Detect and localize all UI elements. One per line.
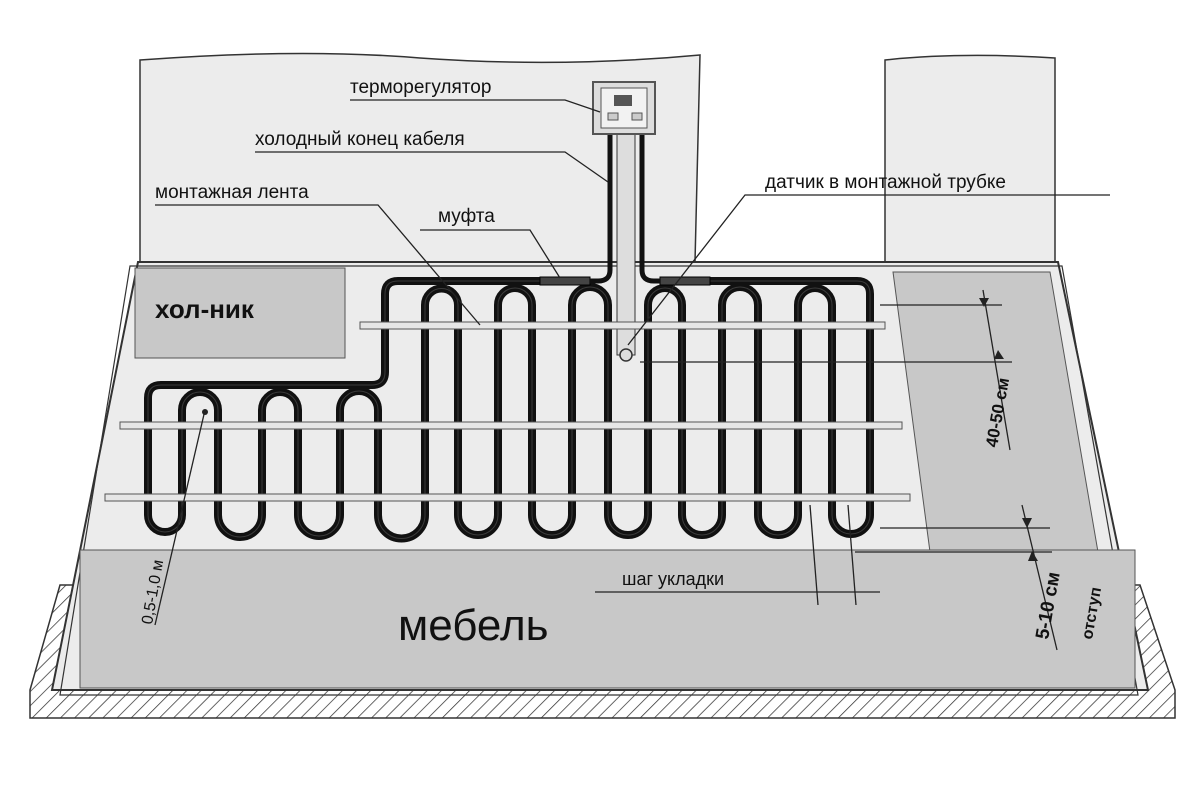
back-wall-right — [884, 54, 1056, 263]
cold-end-left — [590, 130, 613, 284]
leader-lines — [155, 99, 1110, 346]
thermostat-icon — [592, 81, 656, 135]
label-thermostat: терморегулятор — [350, 77, 491, 98]
mounting-tapes — [104, 321, 911, 502]
furniture-zone — [79, 549, 1136, 689]
coupling-left — [539, 276, 591, 286]
label-sensor: датчик в монтажной трубке — [765, 172, 1006, 193]
arrow-down — [979, 298, 989, 307]
heating-cable-highlight — [147, 280, 871, 539]
label-cold-end: холодный конец кабеля — [255, 129, 465, 150]
label-hallway: хол-ник — [155, 294, 255, 324]
coupling-right — [659, 276, 711, 286]
tape-spacing-dimension — [640, 289, 1058, 651]
cold-end-right — [639, 130, 660, 284]
arrow-up — [1028, 551, 1038, 561]
arrow-down — [1022, 518, 1032, 528]
label-step: шаг укладки — [622, 569, 724, 589]
sensor-tube — [616, 129, 636, 362]
hallway-zone — [134, 267, 346, 359]
gap-dimension-point — [202, 409, 208, 415]
label-furniture: мебель — [398, 601, 549, 650]
label-coupling: муфта — [438, 206, 495, 227]
back-wall-left — [139, 52, 701, 263]
step-dimension — [595, 504, 880, 606]
label-mounting-tape: монтажная лента — [155, 182, 309, 203]
arrow-up — [994, 350, 1004, 359]
gap-dimension-line — [154, 409, 206, 626]
